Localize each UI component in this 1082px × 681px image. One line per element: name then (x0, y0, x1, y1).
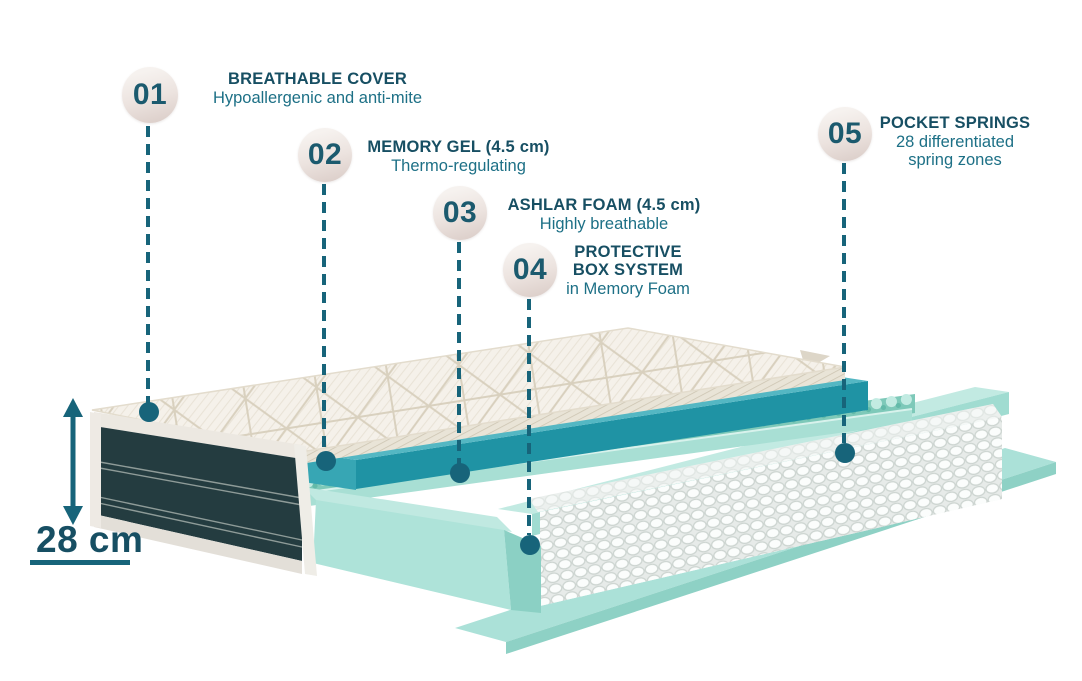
callout-subtitle-line2: spring zones (908, 150, 1002, 169)
leader-line-04 (527, 299, 531, 535)
layer-box-corner (303, 487, 541, 613)
height-arrow (63, 398, 83, 525)
height-measurement-label: 28 cm (36, 519, 144, 560)
leader-line-02 (322, 184, 326, 451)
callout-text-ashlar-foam: ASHLAR FOAM (4.5 cm) Highly breathable (498, 196, 710, 234)
callout-title: POCKET SPRINGS (879, 114, 1031, 132)
callout-text-protective-box: PROTECTIVE BOX SYSTEM in Memory Foam (558, 243, 698, 298)
layer-encased-corner (90, 412, 317, 576)
callout-subtitle: in Memory Foam (566, 279, 690, 298)
callout-badge-04: 04 (503, 243, 557, 297)
height-measurement-underline (30, 560, 130, 565)
callout-subtitle-line1: 28 differentiated (895, 132, 1015, 151)
callout-title-line1: PROTECTIVE (574, 243, 682, 261)
callout-badge-05: 05 (818, 107, 872, 161)
callout-number: 03 (442, 196, 478, 229)
layer-pocket-springs (529, 404, 1002, 606)
callout-badge-02: 02 (298, 128, 352, 182)
leader-line-03 (457, 242, 461, 464)
callout-title-line2: BOX SYSTEM (572, 260, 684, 279)
leader-line-05 (842, 163, 846, 443)
callout-text-breathable-cover: BREATHABLE COVER Hypoallergenic and anti… (180, 70, 455, 108)
callout-number: 05 (827, 117, 863, 150)
callout-text-memory-gel: MEMORY GEL (4.5 cm) Thermo-regulating (356, 138, 561, 176)
callout-badge-01: 01 (122, 67, 178, 123)
callout-subtitle: Hypoallergenic and anti-mite (212, 88, 423, 107)
callout-title: ASHLAR FOAM (4.5 cm) (507, 196, 701, 214)
leader-dot-04 (520, 535, 540, 555)
callout-title: BREATHABLE COVER (228, 70, 407, 88)
callout-number: 04 (512, 253, 548, 286)
leader-line-01 (146, 126, 150, 403)
callout-subtitle: Thermo-regulating (391, 156, 526, 175)
leader-dot-01 (139, 402, 159, 422)
leader-dot-03 (450, 463, 470, 483)
callout-number: 02 (307, 138, 343, 171)
callout-subtitle: Highly breathable (539, 214, 669, 233)
leader-dot-02 (316, 451, 336, 471)
callout-title: MEMORY GEL (4.5 cm) (367, 138, 550, 156)
leader-dot-05 (835, 443, 855, 463)
callout-number: 01 (132, 78, 168, 111)
callout-badge-03: 03 (433, 186, 487, 240)
callout-text-pocket-springs: POCKET SPRINGS 28 differentiated spring … (872, 114, 1038, 169)
layer-breathable-cover (91, 327, 846, 464)
